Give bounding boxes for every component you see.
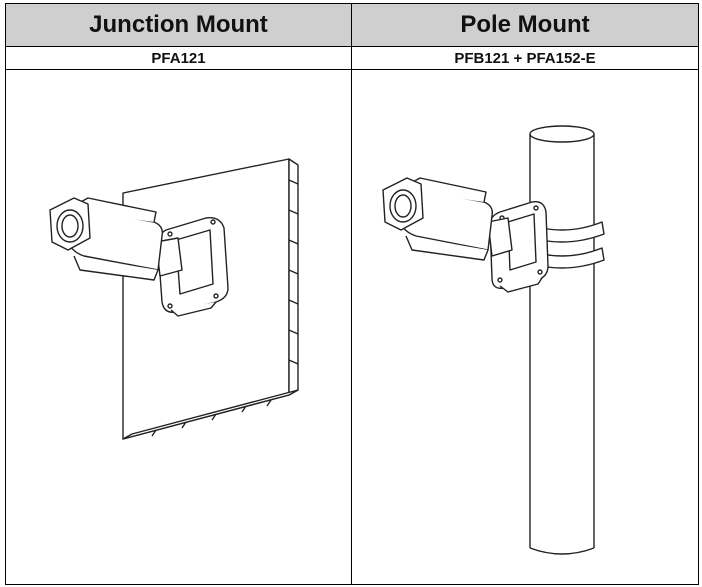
illustration-row: [5, 69, 699, 585]
pole-mount-drawing: [382, 125, 605, 555]
junction-mount-model: PFA121: [5, 46, 352, 70]
junction-mount-header: Junction Mount: [5, 3, 352, 47]
header-row: Junction Mount Pole Mount: [5, 3, 699, 47]
pole-icon: [519, 125, 605, 555]
mount-comparison-table: Junction Mount Pole Mount PFA121 PFB121 …: [5, 3, 699, 585]
pole-mount-header: Pole Mount: [351, 3, 699, 47]
bullet-camera-icon: [382, 177, 549, 293]
pole-mount-illustration: [351, 69, 699, 585]
model-row: PFA121 PFB121 + PFA152-E: [5, 46, 699, 70]
pole-mount-model: PFB121 + PFA152-E: [351, 46, 699, 70]
junction-mount-illustration: [5, 69, 352, 585]
bullet-camera-icon: [49, 197, 229, 317]
junction-mount-drawing: [49, 158, 299, 440]
